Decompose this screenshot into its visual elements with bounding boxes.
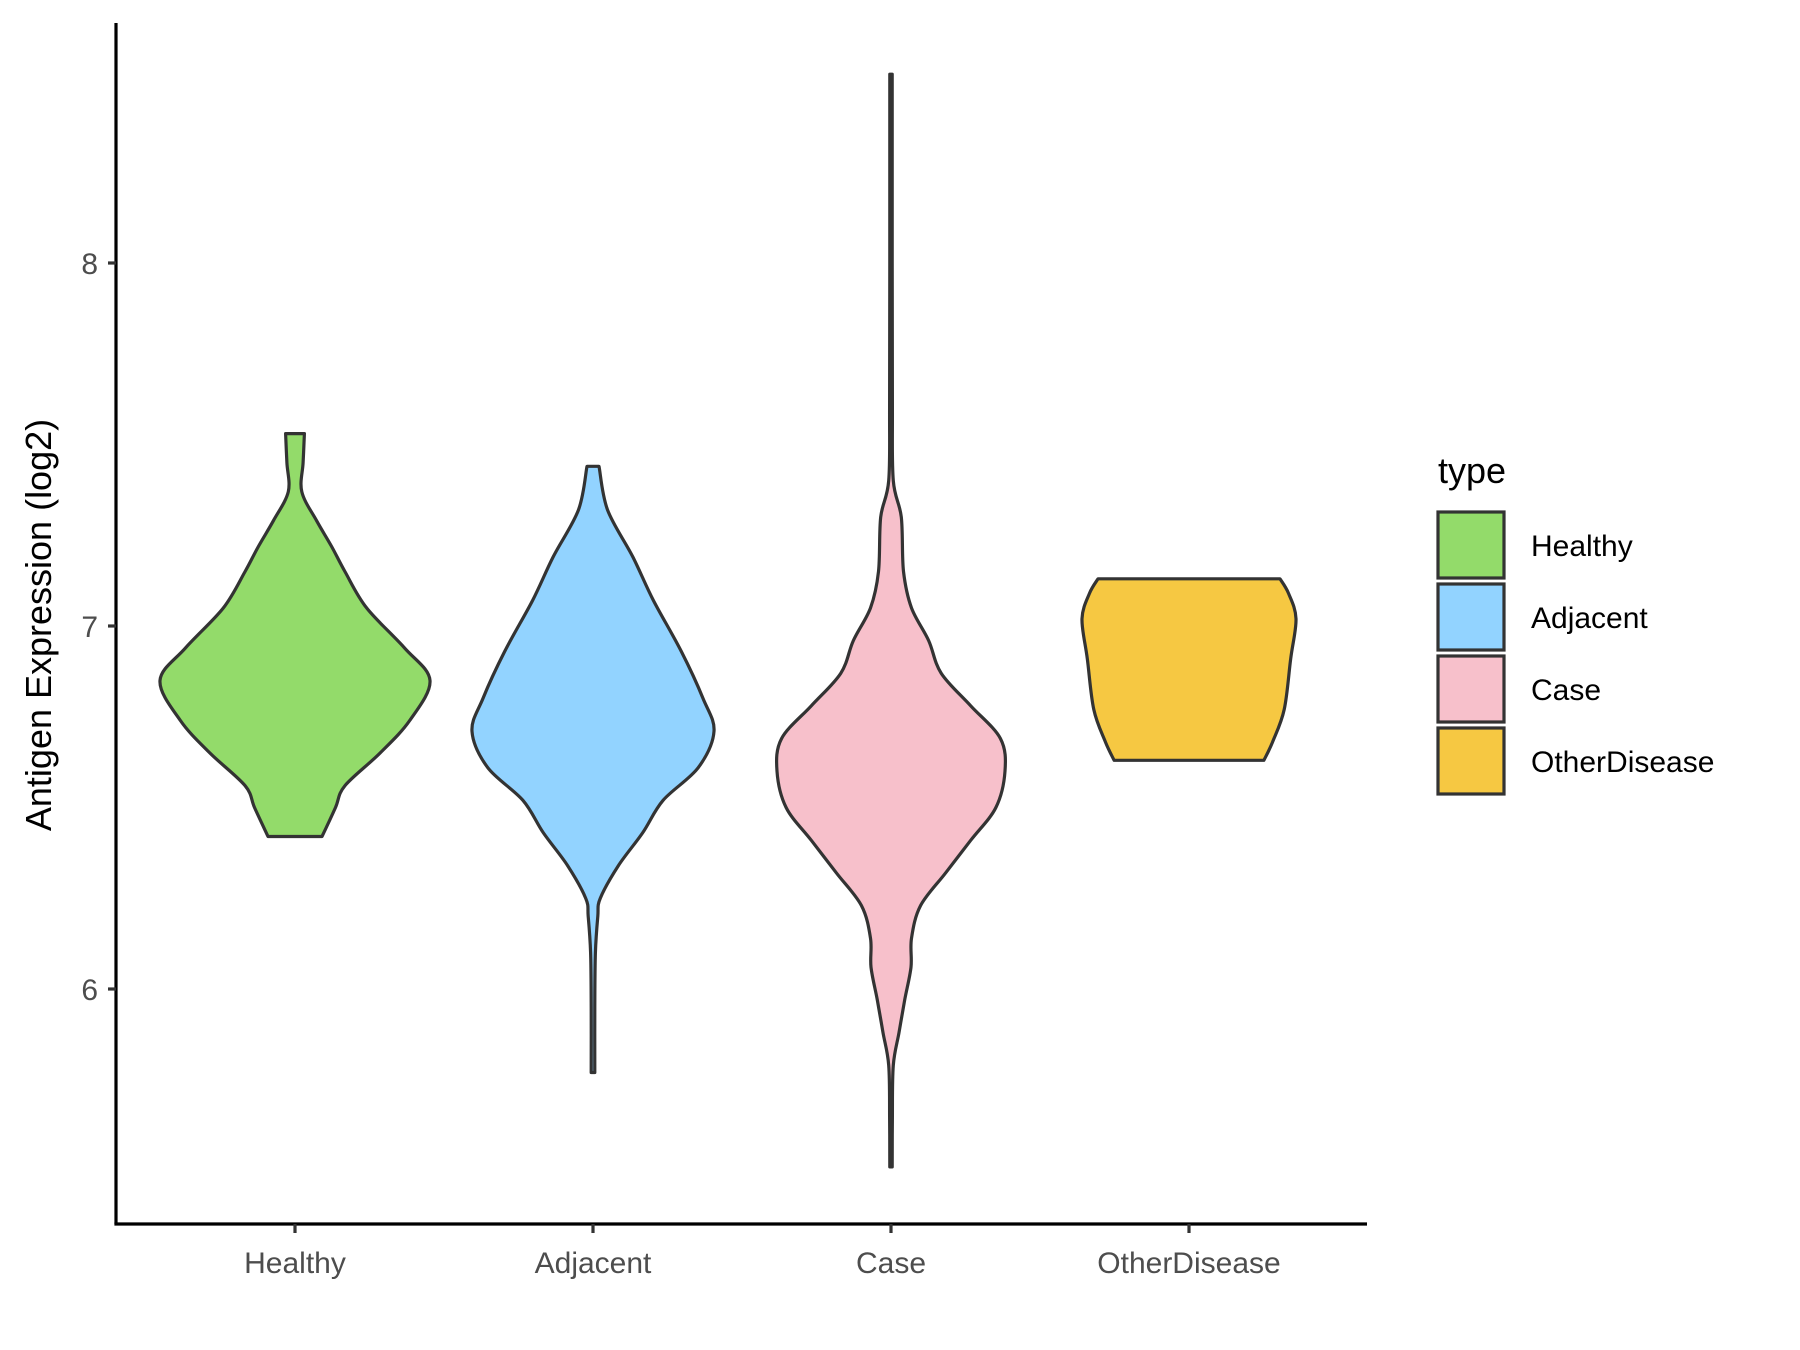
x-tick-label: Case [856, 1247, 926, 1280]
violin-otherdisease [1080, 577, 1298, 762]
x-tick-label: OtherDisease [1097, 1247, 1280, 1280]
legend-label: OtherDisease [1531, 746, 1714, 779]
x-tick-label: Adjacent [535, 1247, 652, 1280]
legend-label: Adjacent [1531, 602, 1648, 635]
legend-swatch-healthy [1436, 510, 1506, 580]
y-tick-label: 7 [81, 611, 98, 644]
legend-swatch-case [1436, 654, 1506, 724]
x-tick-label: Healthy [244, 1247, 346, 1280]
legend-swatch-otherdisease [1436, 726, 1506, 796]
x-ticks: Healthy Adjacent Case OtherDisease [244, 1224, 1281, 1280]
violin-adjacent [470, 464, 716, 1075]
violins-layer [158, 72, 1298, 1169]
legend-swatch-adjacent [1436, 582, 1506, 652]
y-axis-title: Antigen Expression (log2) [18, 419, 59, 831]
violin-case [774, 72, 1008, 1169]
legend-label: Healthy [1531, 530, 1633, 563]
legend-title: type [1438, 450, 1506, 491]
legend-label: Case [1531, 674, 1601, 707]
y-tick-label: 6 [81, 974, 98, 1007]
y-tick-label: 8 [81, 248, 98, 281]
y-ticks: 6 7 8 [81, 248, 116, 1007]
violin-healthy [158, 432, 432, 839]
axes-layer [114, 23, 1367, 1226]
